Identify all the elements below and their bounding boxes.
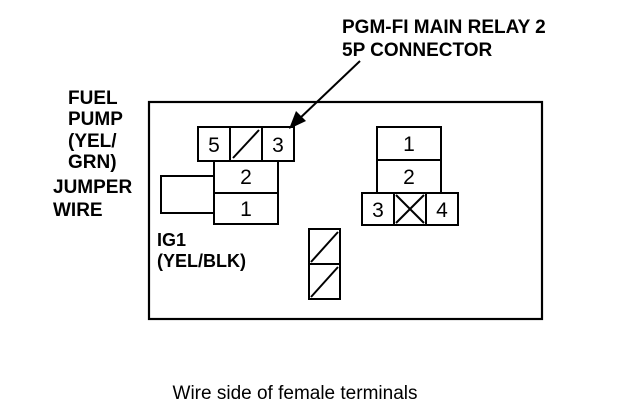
left-connector-row-1 xyxy=(213,192,279,225)
fuel-pump-label-1: FUEL xyxy=(68,88,118,109)
left-connector: 5 3 2 1 xyxy=(197,126,295,225)
terminal-1-right: 1 xyxy=(403,133,415,156)
terminal-3-right: 3 xyxy=(372,199,384,222)
terminal-1-left: 1 xyxy=(240,198,252,221)
terminal-5: 5 xyxy=(208,134,220,157)
fuel-pump-label-2: PUMP xyxy=(68,109,123,130)
jumper-wire-label-1: JUMPER xyxy=(53,177,132,198)
callout-title-line2: 5P CONNECTOR xyxy=(342,40,493,61)
right-connector-bottom-row xyxy=(361,192,459,226)
callout-arrow xyxy=(289,60,361,129)
callout-title-line1: PGM-FI MAIN RELAY 2 xyxy=(342,17,546,38)
center-blank-cavities xyxy=(308,228,341,300)
caption: Wire side of female terminals xyxy=(173,383,418,404)
terminal-4: 4 xyxy=(436,199,448,222)
fuel-pump-label-3: (YEL/ xyxy=(68,131,117,152)
right-connector: 1 2 3 4 xyxy=(361,126,459,226)
blank-cavity-cross-b xyxy=(395,194,425,224)
fuel-pump-label-4: GRN) xyxy=(68,152,117,173)
jumper-wire-label-2: WIRE xyxy=(53,200,103,221)
terminal-2-right: 2 xyxy=(403,166,415,189)
ig1-label-2: (YEL/BLK) xyxy=(157,251,246,271)
terminal-3-left: 3 xyxy=(272,134,284,157)
blank-cavity-slash xyxy=(232,129,260,159)
jumper-wire-box xyxy=(160,175,215,214)
terminal-2-left: 2 xyxy=(240,166,252,189)
ig1-label-1: IG1 xyxy=(157,230,186,250)
relay-body xyxy=(147,100,544,321)
